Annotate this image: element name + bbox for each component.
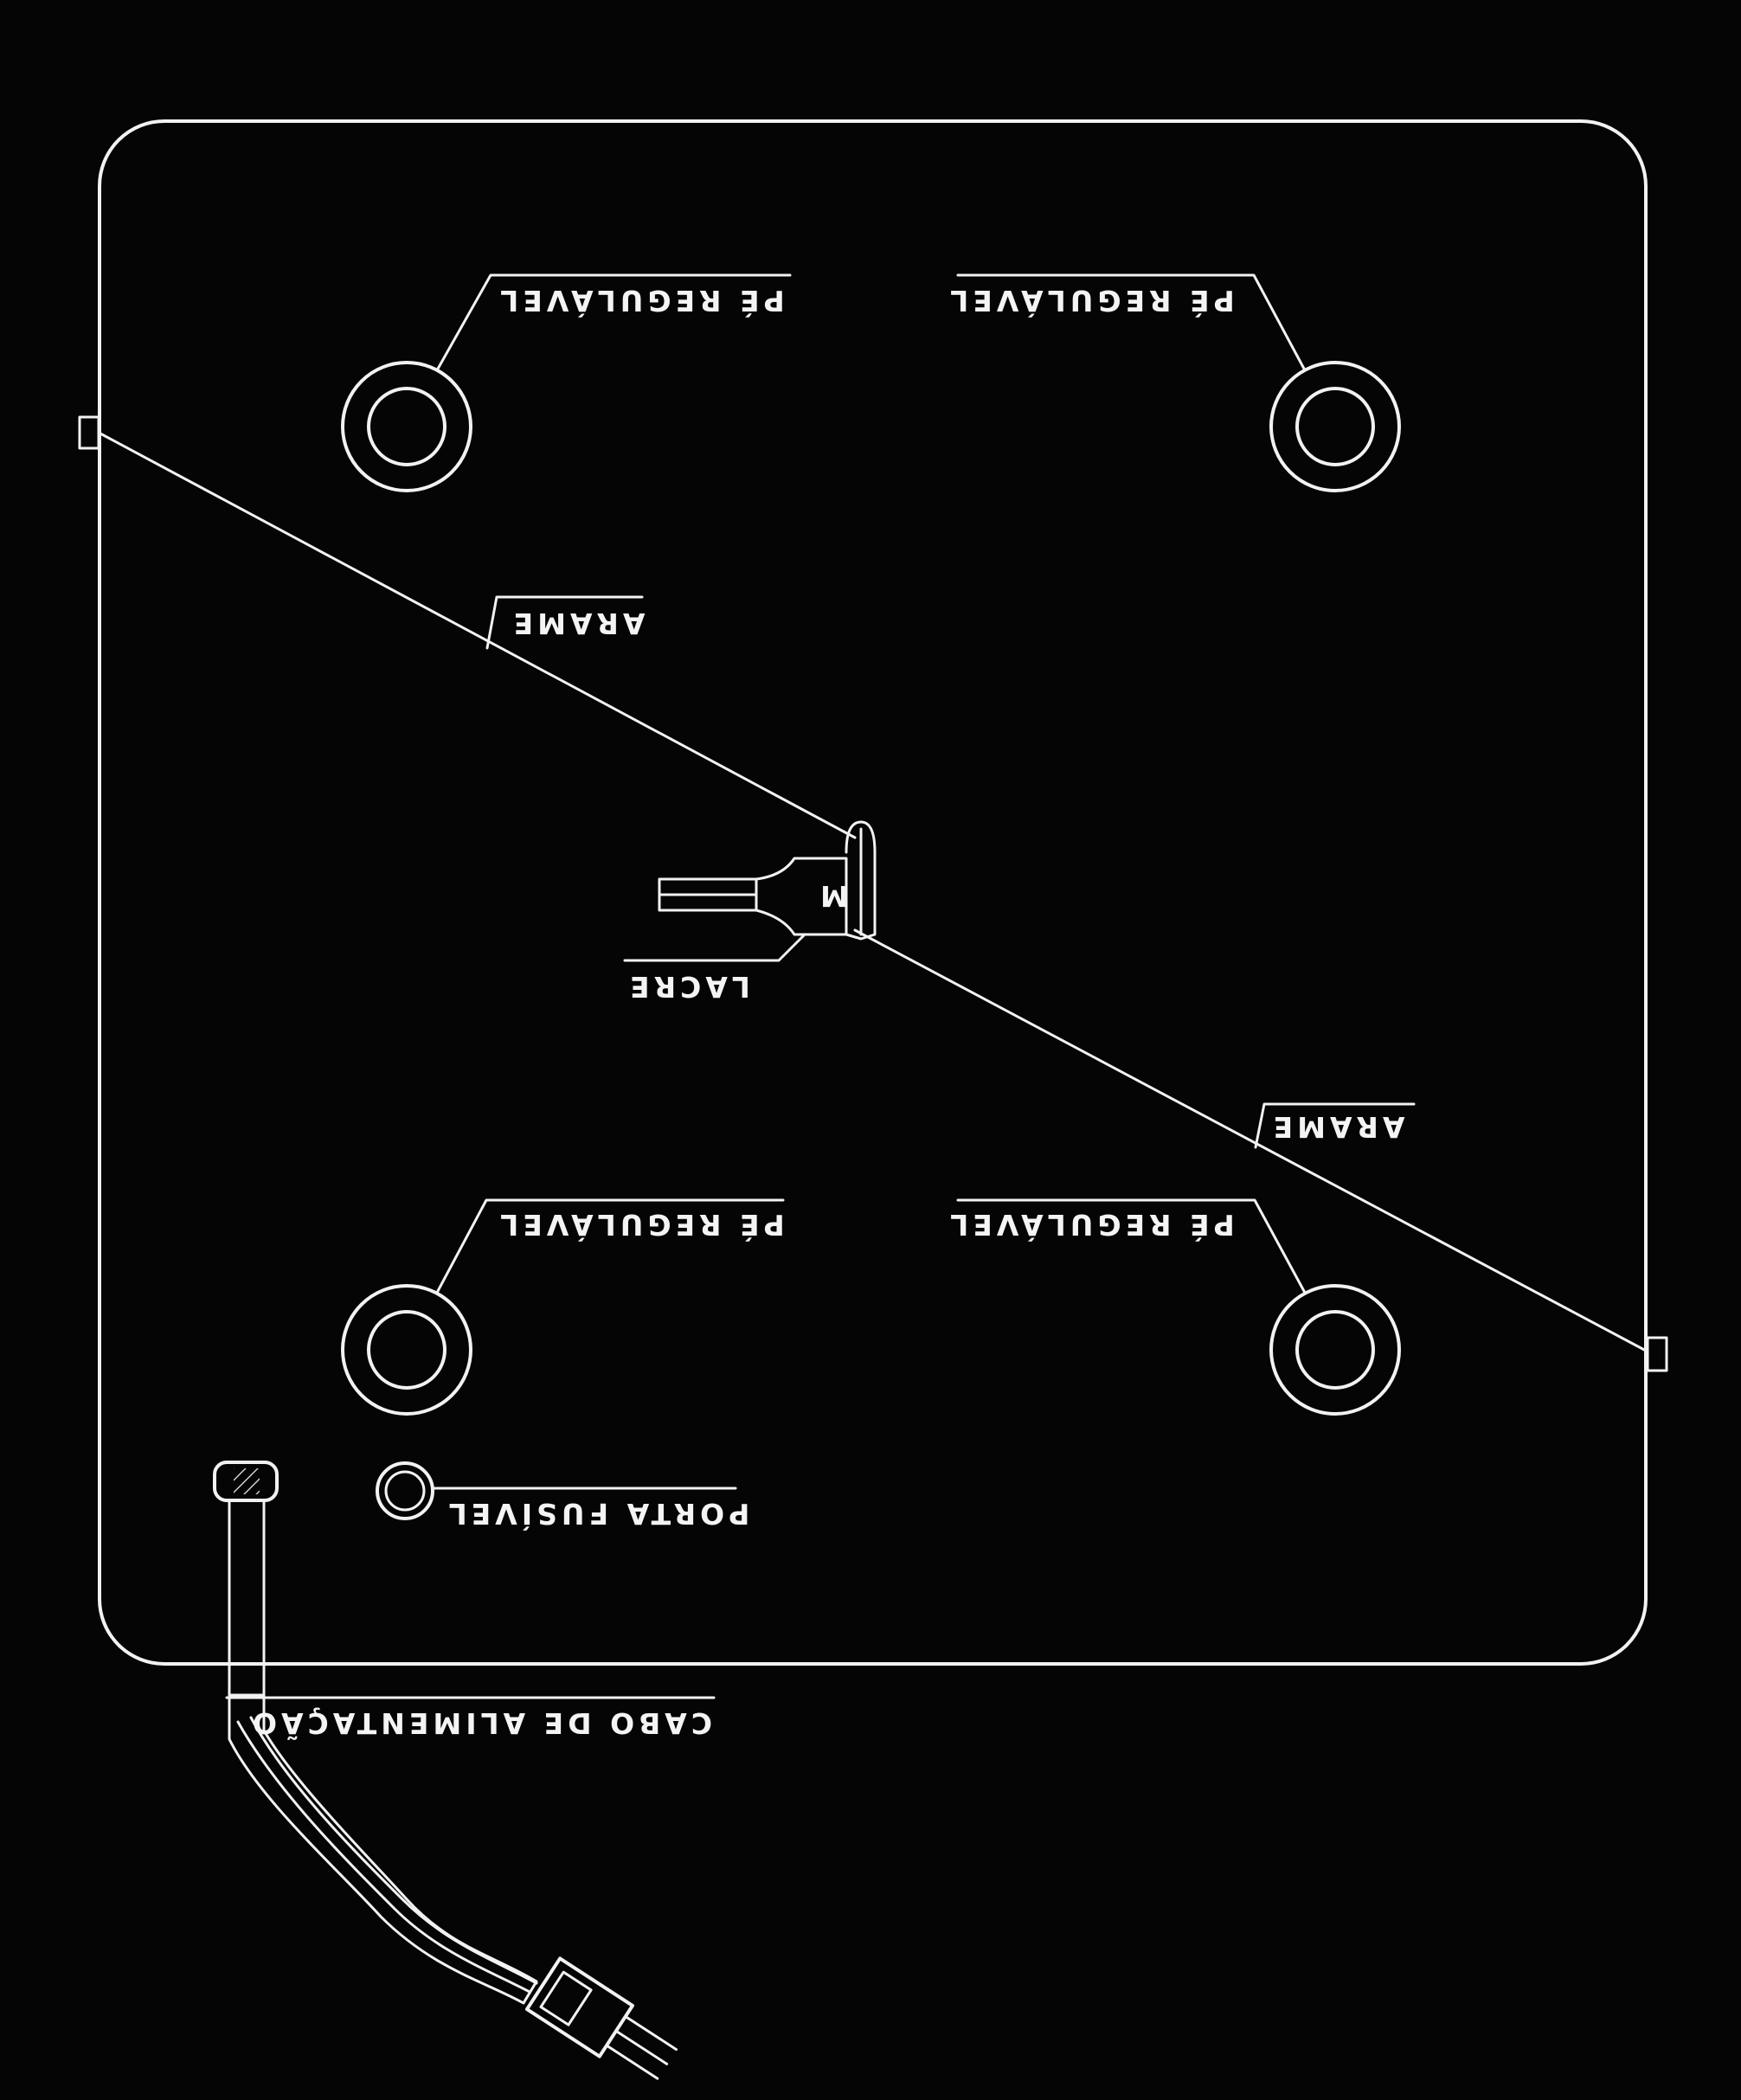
label-wire-lower: ARAME — [1269, 1110, 1405, 1144]
label-fuse-holder: PORTA FUSÍVEL — [445, 1497, 750, 1532]
leader-foot-bottom-left — [435, 1198, 785, 1294]
base-outline — [98, 119, 1648, 1666]
label-seal: LACRE — [626, 970, 750, 1004]
leader-wire-lower — [1254, 1102, 1416, 1149]
adjustable-foot-top-left — [341, 361, 472, 492]
leader-foot-top-left — [435, 273, 792, 372]
wire-anchor-right — [1646, 1336, 1668, 1372]
security-wire-lower — [853, 928, 1649, 1353]
power-plug — [525, 1956, 678, 2080]
label-power-cable: CABO DE ALIMENTAÇÃO — [248, 1706, 712, 1741]
label-wire-upper: ARAME — [510, 607, 646, 640]
wire-anchor-left — [78, 415, 100, 450]
seal: M — [658, 820, 877, 941]
fuse-holder — [376, 1461, 434, 1520]
power-cable — [213, 1461, 538, 2005]
security-wire-upper — [97, 431, 857, 839]
label-foot-bottom-right: PÉ REGULÁVEL — [946, 1208, 1235, 1243]
adjustable-foot-bottom-left — [341, 1284, 472, 1416]
label-foot-top-left: PÉ REGULÁVEL — [496, 284, 785, 318]
leader-foot-top-right — [956, 273, 1307, 372]
label-foot-top-right: PÉ REGULÁVEL — [946, 284, 1235, 318]
adjustable-foot-top-right — [1269, 361, 1401, 492]
leader-wire-upper — [485, 595, 644, 650]
leader-seal — [623, 933, 806, 962]
seal-mark: M — [816, 879, 849, 913]
adjustable-foot-bottom-right — [1269, 1284, 1401, 1416]
label-foot-bottom-left: PÉ REGULÁVEL — [496, 1208, 785, 1243]
leader-foot-bottom-right — [956, 1198, 1307, 1294]
